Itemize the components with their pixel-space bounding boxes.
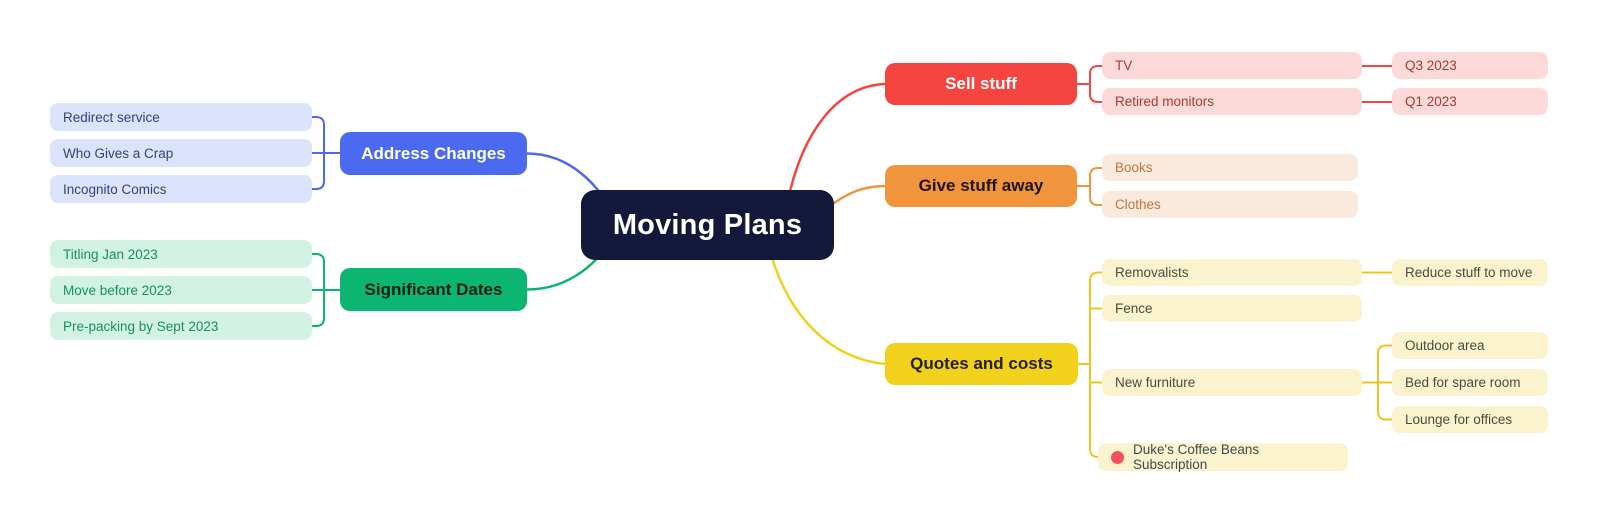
child-node-label: Duke's Coffee Beans Subscription — [1133, 442, 1260, 472]
child-node-titling-jan-2023[interactable]: Titling Jan 2023 — [50, 240, 312, 268]
child-node-removalists[interactable]: Removalists — [1102, 259, 1362, 286]
branch-node-significant-dates[interactable]: Significant Dates — [340, 268, 527, 311]
branch-node-give-stuff-away[interactable]: Give stuff away — [885, 165, 1077, 207]
branch-node-address-changes[interactable]: Address Changes — [340, 132, 527, 175]
child-node-new-furniture[interactable]: New furniture — [1102, 369, 1362, 396]
child-node-incognito-comics[interactable]: Incognito Comics — [50, 175, 312, 203]
child-node-books[interactable]: Books — [1102, 154, 1358, 181]
child-node-move-before-2023[interactable]: Move before 2023 — [50, 276, 312, 304]
branch-node-sell-stuff[interactable]: Sell stuff — [885, 63, 1077, 105]
child-node-dukes-coffee-beans-subscription[interactable]: Duke's Coffee Beans Subscription — [1098, 442, 1348, 472]
root-node-moving-plans[interactable]: Moving Plans — [581, 190, 834, 260]
child-node-fence[interactable]: Fence — [1102, 295, 1362, 322]
child-node-pre-packing-by-sept-2023[interactable]: Pre-packing by Sept 2023 — [50, 312, 312, 340]
child-node-redirect-service[interactable]: Redirect service — [50, 103, 312, 131]
child-node-bed-for-spare-room[interactable]: Bed for spare room — [1392, 369, 1548, 396]
child-node-lounge-for-offices[interactable]: Lounge for offices — [1392, 406, 1548, 433]
child-node-reduce-stuff-to-move[interactable]: Reduce stuff to move — [1392, 259, 1548, 286]
child-node-q3-2023[interactable]: Q3 2023 — [1392, 52, 1548, 79]
child-node-clothes[interactable]: Clothes — [1102, 191, 1358, 218]
child-node-tv[interactable]: TV — [1102, 52, 1362, 79]
red-dot-icon — [1111, 450, 1124, 464]
child-node-outdoor-area[interactable]: Outdoor area — [1392, 332, 1548, 359]
child-node-q1-2023[interactable]: Q1 2023 — [1392, 88, 1548, 115]
child-node-retired-monitors[interactable]: Retired monitors — [1102, 88, 1362, 115]
child-node-who-gives-a-crap[interactable]: Who Gives a Crap — [50, 139, 312, 167]
branch-node-quotes-and-costs[interactable]: Quotes and costs — [885, 343, 1078, 385]
